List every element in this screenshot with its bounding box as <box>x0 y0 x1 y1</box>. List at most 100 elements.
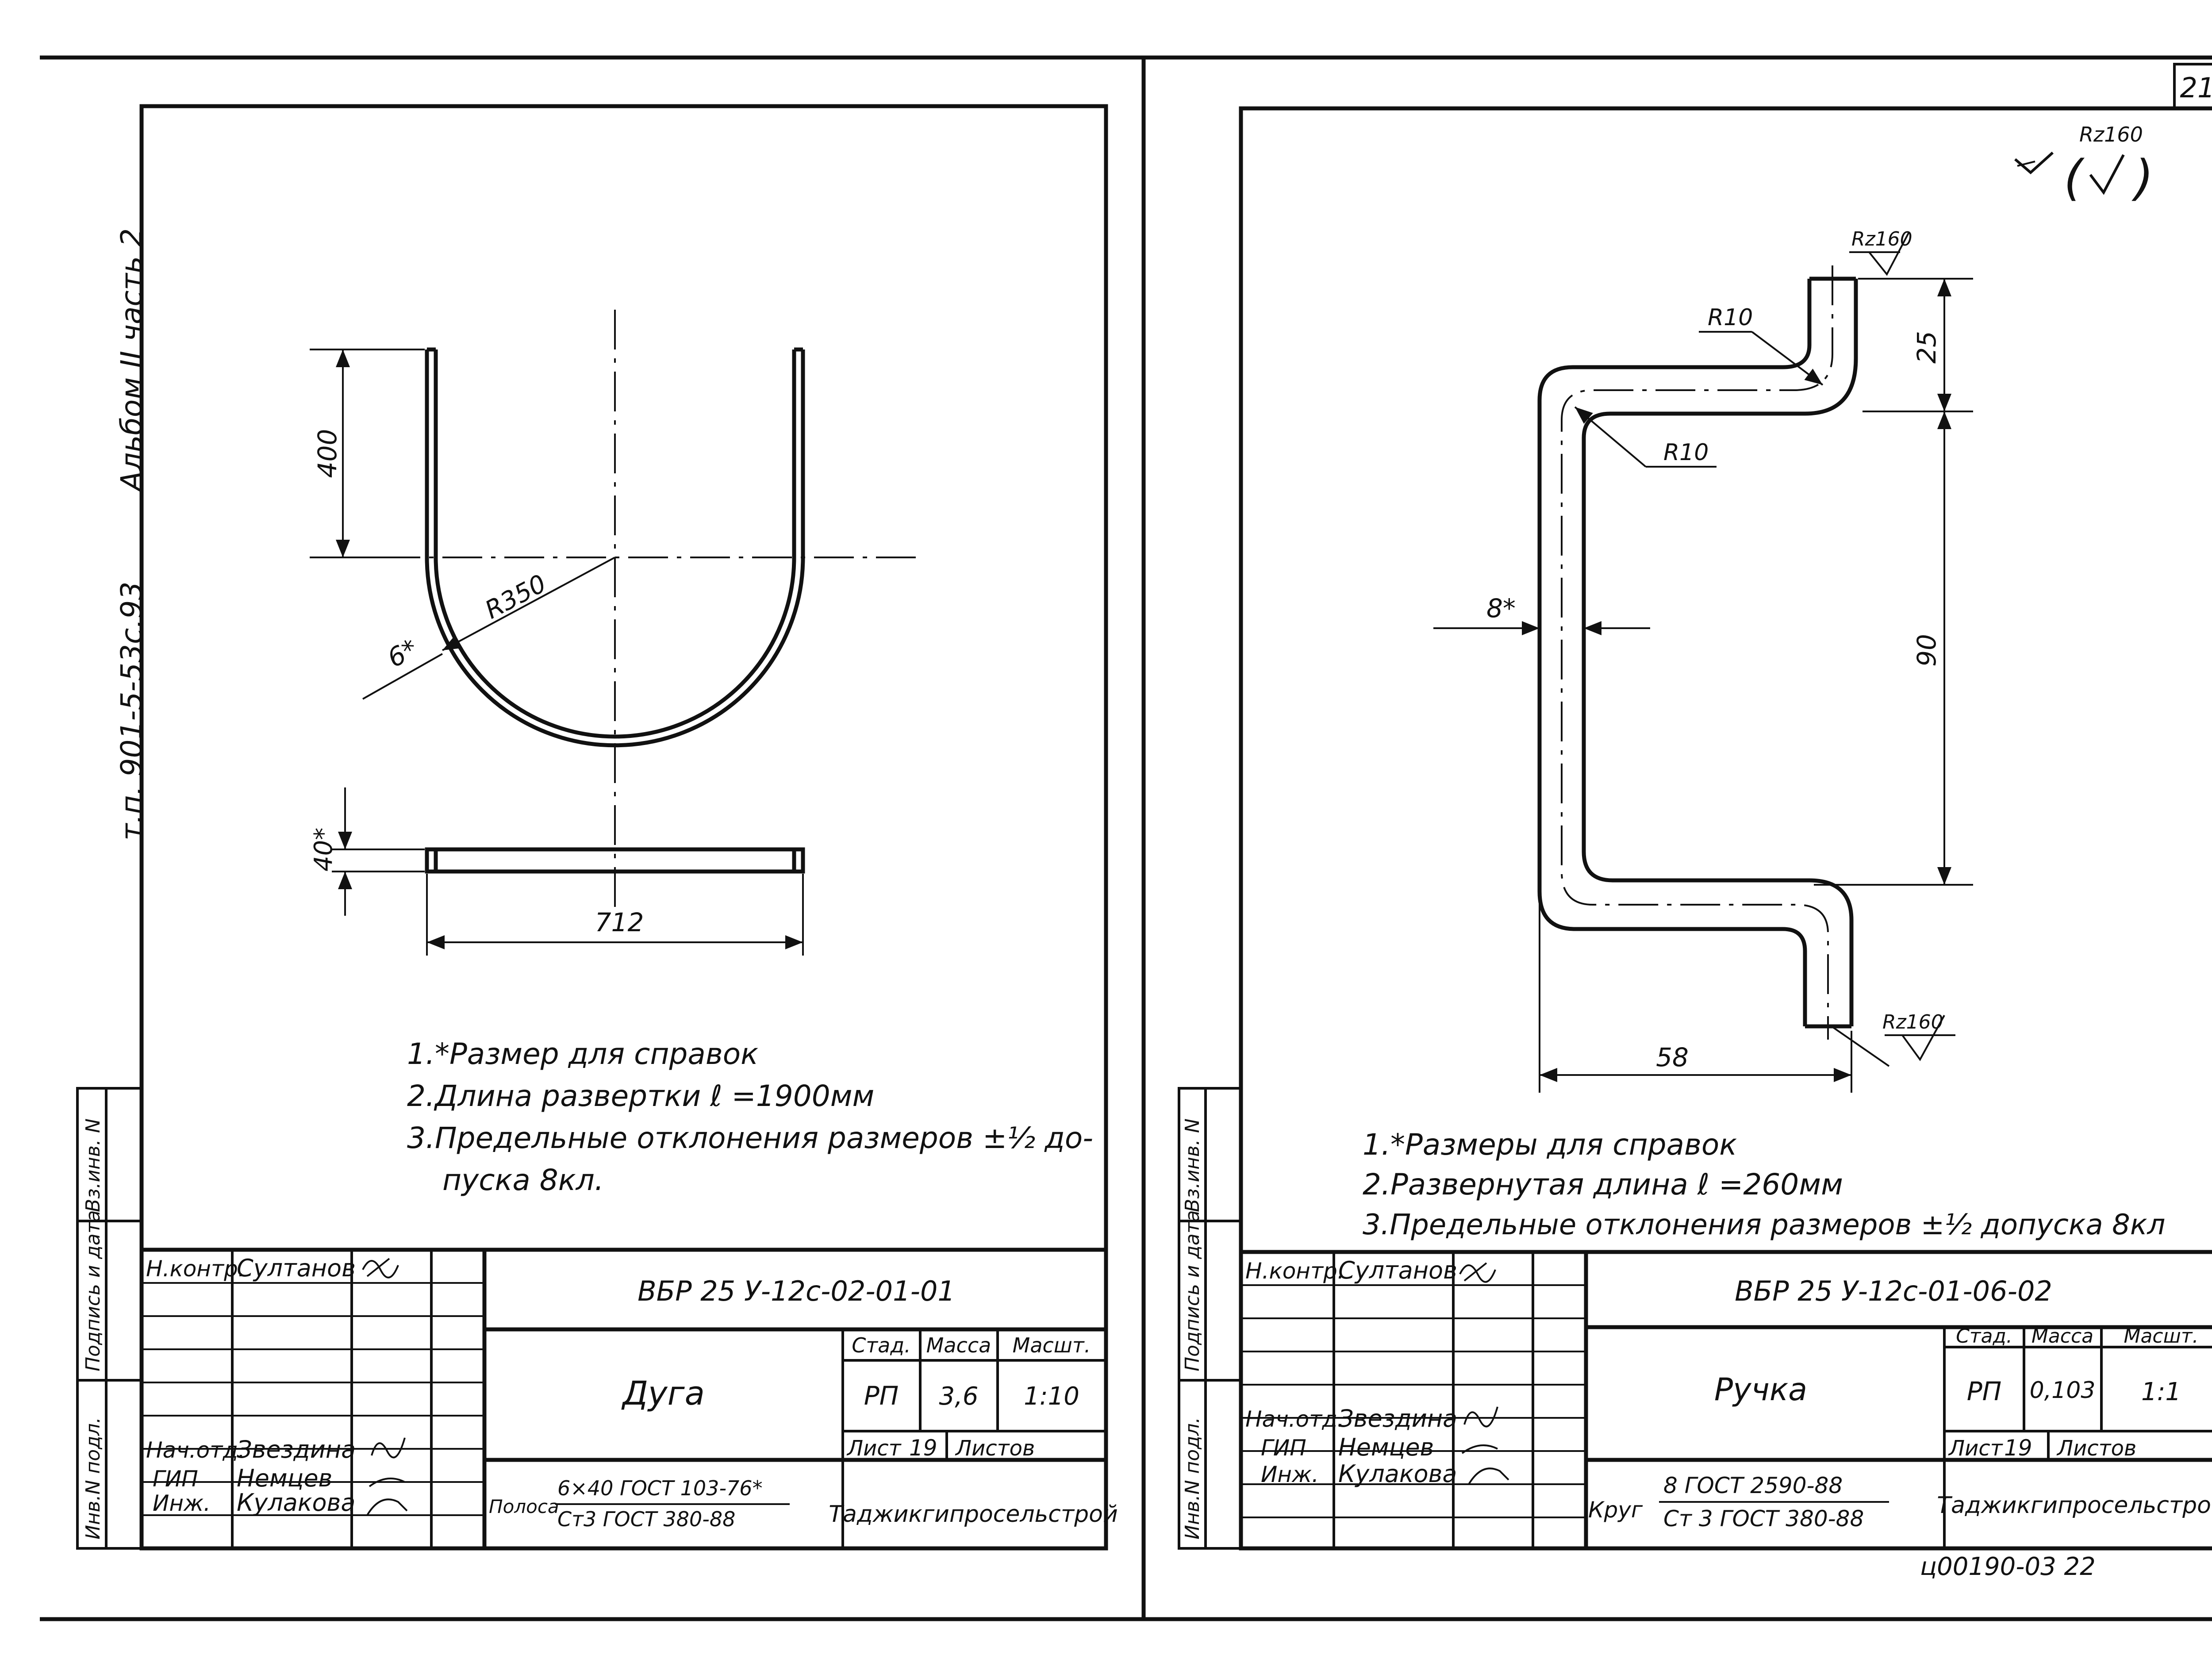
dim-r10-mid-label: R10 <box>1663 439 1709 466</box>
left-side-columns: Инв.N подл. Подпись и дата Вз.инв. N <box>76 1087 143 1550</box>
side-col-vzinv: Вз.инв. N <box>82 1118 104 1212</box>
left-note-1: 1.*Размер для справок <box>407 1037 758 1071</box>
right-scale: 1:1 <box>2141 1378 2181 1406</box>
dim-712: 712 <box>426 874 804 956</box>
roughness-paren-close: ) <box>2131 150 2154 206</box>
right-side-col-sign: Подпись и дата <box>1181 1210 1204 1371</box>
right-signature-1 <box>1459 1262 1496 1283</box>
right-role-gip: ГИП <box>1261 1435 1306 1461</box>
right-material-bottom: Ст 3 ГОСТ 380-88 <box>1663 1506 1864 1532</box>
roughness-general: Rz160 ( ) <box>2014 123 2154 206</box>
right-sheet-label: Лист <box>1948 1436 2004 1461</box>
left-hdr-mass: Масса <box>926 1333 991 1357</box>
left-sheet-no: 19 <box>909 1435 937 1461</box>
left-title-block: Н.контр. Султанов Нач.отд. Звездина ГИП … <box>142 1248 1118 1548</box>
side-col-sign: Подпись и дата <box>82 1210 104 1371</box>
roughness-top-label: Rz160 <box>1851 228 1912 250</box>
left-material-bottom: Ст3 ГОСТ 380-88 <box>557 1507 735 1531</box>
left-name-nemtsev: Немцев <box>237 1464 332 1492</box>
right-material-prefix: Круг <box>1588 1497 1643 1523</box>
left-frame <box>139 104 1108 1551</box>
dim-r10-top-label: R10 <box>1708 304 1753 331</box>
footer-code: ц00190-03 22 <box>1920 1552 2096 1581</box>
right-material-top: 8 ГОСТ 2590-88 <box>1663 1473 1843 1498</box>
dim-58-label: 58 <box>1656 1042 1689 1072</box>
side-col-inv: Инв.N подл. <box>82 1417 104 1540</box>
left-role-inzh: Инж. <box>153 1490 211 1516</box>
left-organization: Таджикгипросельстрой <box>829 1501 1118 1528</box>
roughness-bottom: Rz160 <box>1831 1011 1955 1067</box>
dim-r350-label: R350 <box>480 569 551 625</box>
left-name-sultanov: Султанов <box>237 1254 356 1282</box>
right-side-columns: Инв.N подл. Подпись и дата Вз.инв. N <box>1178 1087 1242 1550</box>
right-hdr-scale: Масшт. <box>2124 1325 2199 1348</box>
left-note-4: пуска 8кл. <box>442 1163 604 1197</box>
left-role-nkontr: Н.контр. <box>146 1256 245 1282</box>
roughness-bottom-label: Rz160 <box>1882 1011 1943 1033</box>
left-hdr-scale: Масшт. <box>1013 1333 1091 1357</box>
left-drawing-code: ВБР 25 У-12с-02-01-01 <box>637 1275 955 1307</box>
right-name-sultanov: Султанов <box>1338 1256 1457 1284</box>
left-notes: 1.*Размер для справок 2.Длина развертки … <box>407 1037 1093 1197</box>
left-role-nachotd: Нач.отд. <box>146 1437 245 1463</box>
dim-6: 6* <box>362 633 443 700</box>
left-part-name: Дуга <box>621 1375 705 1413</box>
right-role-inzh: Инж. <box>1261 1462 1319 1487</box>
right-part-name: Ручка <box>1714 1371 1807 1408</box>
dim-25-label: 25 <box>1912 331 1942 364</box>
dim-58: 58 <box>1539 898 1852 1093</box>
dim-40-label: 40* <box>309 828 338 872</box>
dim-6-label: 6* <box>383 633 422 673</box>
page-number: 21 <box>2180 72 2212 104</box>
right-name-zvezdina: Звездина <box>1338 1405 1457 1432</box>
dim-8: 8* <box>1433 593 1650 635</box>
dim-40: 40* <box>309 787 425 916</box>
right-frame <box>1239 106 2212 1551</box>
dim-r10-mid: R10 <box>1574 406 1717 468</box>
left-role-gip: ГИП <box>153 1466 198 1492</box>
handle-part <box>1537 265 1858 1040</box>
left-signature-1 <box>362 1258 399 1279</box>
right-hdr-mass: Масса <box>2032 1325 2093 1348</box>
left-hdr-stage: Стад. <box>852 1333 911 1357</box>
dim-r350: R350 <box>442 557 615 651</box>
left-sheets-label: Листов <box>955 1436 1035 1461</box>
right-notes: 1.*Размеры для справок 2.Развернутая дли… <box>1363 1128 2165 1241</box>
right-title-block: Н.контр. Султанов Нач.отд. Звездина ГИП … <box>1241 1250 2212 1548</box>
dim-8-label: 8* <box>1486 593 1516 623</box>
right-sheets-label: Листов <box>2056 1436 2136 1461</box>
left-material-top: 6×40 ГОСТ 103-76* <box>557 1476 763 1500</box>
roughness-top: Rz160 <box>1849 228 1912 276</box>
strip-part <box>425 847 805 874</box>
left-signature-2 <box>366 1437 408 1516</box>
right-organization: Таджикгипросельстрой <box>1937 1492 2212 1519</box>
dim-400-label: 400 <box>312 429 342 478</box>
left-stage: РП <box>864 1381 899 1411</box>
right-note-3: 3.Предельные отклонения размеров ±½ допу… <box>1363 1209 2165 1241</box>
right-name-nemtsev: Немцев <box>1338 1433 1434 1461</box>
arc-part <box>380 310 925 907</box>
right-side-col-vzinv: Вз.инв. N <box>1181 1118 1204 1212</box>
right-note-2: 2.Развернутая длина ℓ =260мм <box>1363 1167 1843 1202</box>
right-stage: РП <box>1967 1376 2002 1406</box>
left-mass: 3,6 <box>939 1382 978 1411</box>
right-hdr-stage: Стад. <box>1956 1325 2012 1348</box>
right-role-nachotd: Нач.отд. <box>1245 1406 1344 1432</box>
project-code-label: т.п. 901-5-53с.93 <box>115 582 149 841</box>
dim-400: 400 <box>310 349 425 558</box>
dim-25-90: 25 90 <box>1814 278 1973 886</box>
left-note-3: 3.Предельные отклонения размеров ±½ до- <box>407 1121 1093 1155</box>
roughness-general-label: Rz160 <box>2079 123 2143 146</box>
right-note-1: 1.*Размеры для справок <box>1363 1128 1737 1162</box>
right-side-col-inv: Инв.N подл. <box>1181 1417 1204 1540</box>
dim-712-label: 712 <box>595 907 644 937</box>
right-drawing-code: ВБР 25 У-12с-01-06-02 <box>1735 1275 2052 1307</box>
left-note-2: 2.Длина развертки ℓ =1900мм <box>407 1079 874 1113</box>
left-material-prefix: Полоса <box>489 1496 559 1517</box>
dim-r10-top: R10 <box>1699 304 1824 386</box>
right-signature-2 <box>1461 1406 1509 1485</box>
right-name-kulakova: Кулакова <box>1338 1460 1457 1488</box>
dim-90-label: 90 <box>1912 634 1942 667</box>
roughness-paren-open: ( <box>2064 150 2085 206</box>
